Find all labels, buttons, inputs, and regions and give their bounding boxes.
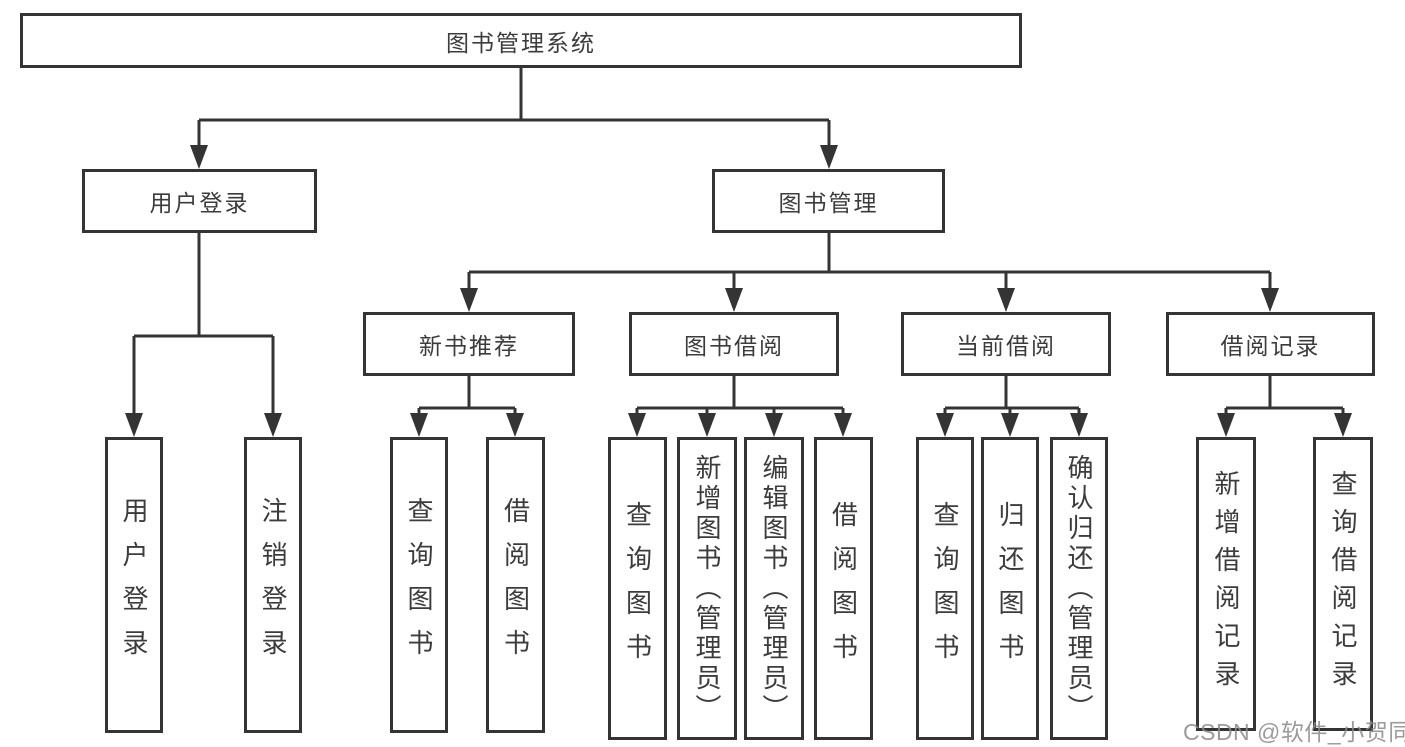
leaf-user-login: 用户登录 [105,437,163,733]
leaf-query-borrow-record: 查询借阅记录 [1313,437,1373,731]
leaf-query-books-borrowing: 查询图书 [608,437,667,740]
leaf-confirm-return-admin: 确认归还（管理员） [1050,437,1108,740]
leaf-add-books-admin: 新增图书（管理员） [677,437,737,740]
leaf-borrow-books: 借阅图书 [814,437,873,740]
watermark-text: CSDN @软件_小贺同学 [1183,719,1405,745]
leaf-return-books: 归还图书 [981,437,1039,740]
leaf-query-books-current: 查询图书 [916,437,974,740]
node-current-borrowing: 当前借阅 [901,312,1111,376]
node-root-system: 图书管理系统 [20,13,1022,68]
node-book-management-branch: 图书管理 [712,169,945,233]
node-new-book-recommend: 新书推荐 [363,312,575,376]
node-borrowing-records: 借阅记录 [1166,312,1375,376]
leaf-borrow-books-recommend: 借阅图书 [486,437,545,733]
leaf-query-books-recommend: 查询图书 [390,437,448,733]
node-user-login-branch: 用户登录 [82,169,317,233]
node-book-borrowing: 图书借阅 [629,312,839,376]
leaf-edit-books-admin: 编辑图书（管理员） [744,437,804,740]
leaf-add-borrow-record: 新增借阅记录 [1196,437,1256,731]
leaf-logout: 注销登录 [244,437,302,733]
